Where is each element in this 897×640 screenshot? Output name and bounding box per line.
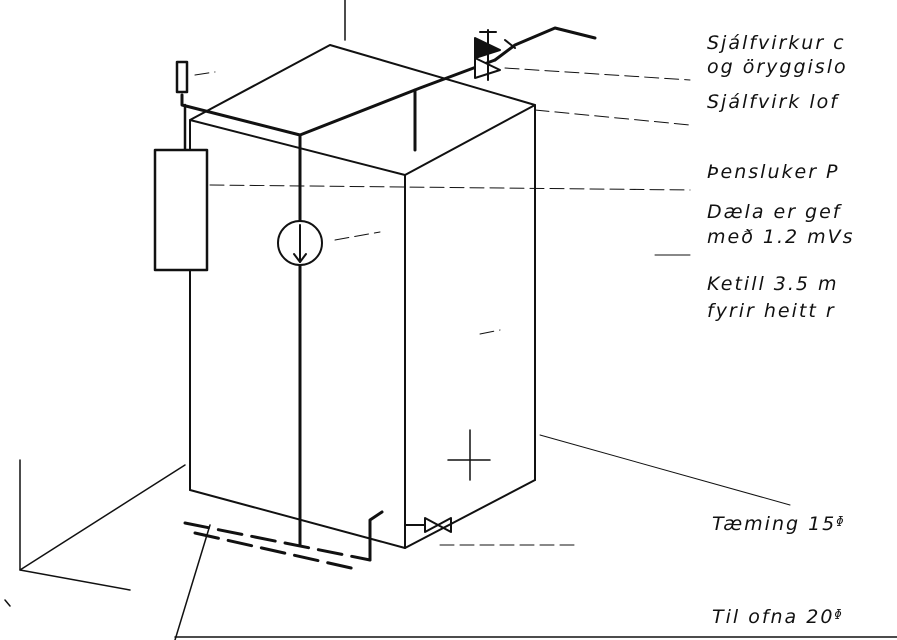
expansion-vessel [153,103,209,272]
expansion-vessel-label: Þensluker P [707,161,840,183]
pump [277,220,323,266]
pump-label-line1: Dæla er gef [707,201,842,223]
boiler-label-line2: fyrir heitt r [707,300,836,322]
room-corner [4,459,897,640]
pump-label-line2: með 1.2 mVs [707,226,855,248]
drain-leader [539,434,791,506]
inspection-cross [447,429,491,481]
air-vent-fitting [175,60,189,94]
boiler-label-line1: Ketill 3.5 m [707,273,839,295]
radiators-label: Til ofna 20ᶲ [712,606,845,628]
valve-label-line2: og öryggislo [707,56,848,78]
circulation-piping [180,26,597,547]
safety-valve [474,29,516,81]
air-vent-label: Sjálfvirk lof [707,91,839,113]
valve-label-line1: Sjálfvirkur c [707,32,846,54]
leader-lines [194,67,691,546]
drain-valve [404,517,452,533]
drain-label: Tæming 15ᶲ [712,513,847,535]
radiator-pipes [183,510,384,572]
